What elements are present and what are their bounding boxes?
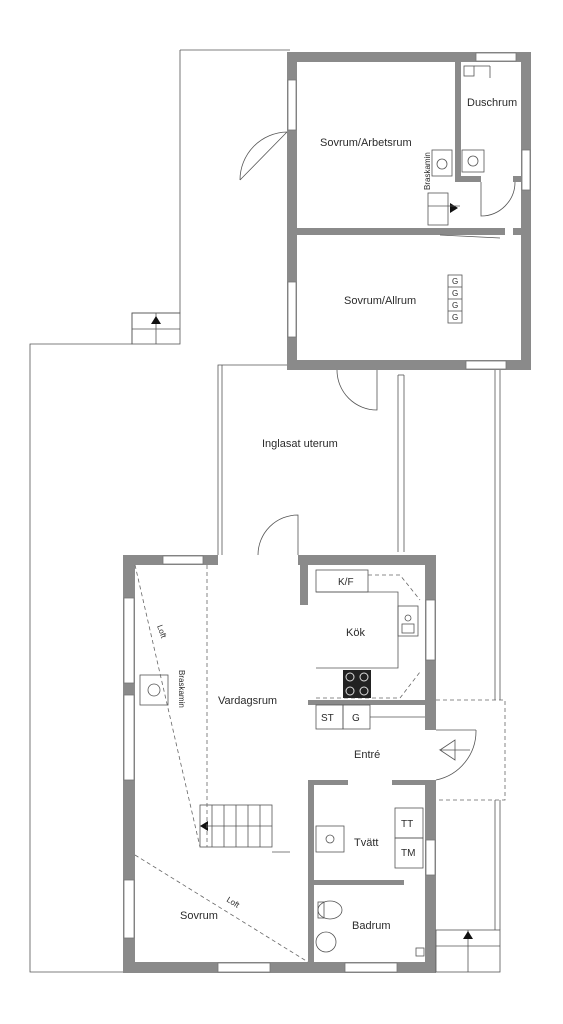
label-g: G	[352, 713, 360, 724]
stove	[343, 670, 371, 698]
washing-machine	[394, 837, 424, 869]
room-label-tvatt: Tvätt	[354, 837, 378, 849]
window	[425, 599, 436, 661]
label-tm: TM	[401, 848, 415, 859]
window	[465, 360, 507, 370]
stair-arrow-inner	[450, 203, 458, 213]
loft-line	[134, 854, 309, 963]
label-loft-upper: Loft	[155, 624, 168, 640]
label-kf: K/F	[338, 577, 354, 588]
fireplace-upper	[431, 149, 453, 177]
shower-drain	[463, 65, 475, 77]
window	[123, 597, 135, 684]
room-label-inglasat-uterum: Inglasat uterum	[262, 438, 338, 450]
stair-arrow-main	[200, 821, 208, 831]
label-loft-lower: Loft	[225, 895, 242, 910]
main-building-walls	[123, 555, 436, 973]
room-label-entre: Entré	[354, 749, 380, 761]
window	[425, 839, 436, 876]
window	[217, 962, 271, 973]
g-label: G	[452, 277, 458, 286]
uterum-structure	[217, 364, 501, 930]
stair-arrow-porch	[463, 931, 473, 939]
window	[162, 555, 204, 565]
staircase	[199, 804, 273, 848]
stair-arrow-upper	[151, 316, 161, 324]
toilet	[317, 900, 343, 920]
room-label-badrum: Badrum	[352, 920, 391, 932]
upper-building-walls	[287, 52, 531, 370]
site-outline	[29, 49, 290, 973]
window	[521, 149, 531, 191]
window	[344, 962, 398, 973]
g-stack	[447, 274, 463, 324]
room-label-duschrum: Duschrum	[467, 97, 517, 109]
sink	[461, 149, 485, 173]
g-label: G	[452, 313, 458, 322]
window	[287, 79, 297, 131]
kitchen-counter	[315, 569, 421, 699]
room-label-kok: Kök	[346, 627, 365, 639]
window	[287, 281, 297, 338]
g-label: G	[452, 301, 458, 310]
door-swing	[257, 514, 299, 556]
label-braskamin-lower: Braskamin	[177, 670, 186, 708]
label-braskamin-upper: Braskamin	[423, 152, 432, 190]
bath-sink	[315, 931, 337, 953]
label-st: ST	[321, 713, 334, 724]
room-label-sovrum-arbetsrum: Sovrum/Arbetsrum	[320, 137, 412, 149]
label-tt: TT	[401, 819, 413, 830]
laundry-sink	[315, 825, 345, 853]
entrance-door	[435, 729, 477, 781]
door-swing	[239, 131, 288, 181]
window	[475, 52, 517, 62]
door-swing	[336, 369, 378, 411]
loft-line	[134, 564, 201, 848]
g-label: G	[452, 289, 458, 298]
room-label-sovrum: Sovrum	[180, 910, 218, 922]
door-swing	[480, 181, 516, 217]
window	[123, 879, 135, 939]
fireplace-main	[139, 674, 169, 706]
window	[123, 694, 135, 781]
room-label-sovrum-allrum: Sovrum/Allrum	[344, 295, 416, 307]
room-label-vardagsrum: Vardagsrum	[218, 695, 277, 707]
